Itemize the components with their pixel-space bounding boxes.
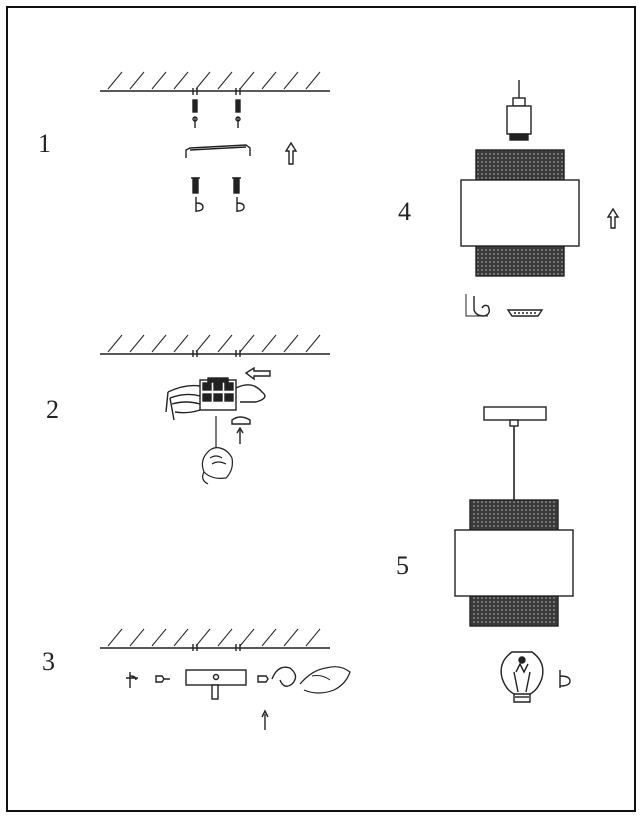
hook-icon bbox=[195, 197, 245, 212]
step-1-illustration bbox=[100, 71, 330, 212]
step-3-number: 3 bbox=[42, 647, 55, 676]
ceiling-hatch-icon bbox=[100, 71, 330, 92]
step-1-number: 1 bbox=[38, 129, 51, 158]
step-2-illustration bbox=[100, 334, 330, 485]
canopy-plate-icon bbox=[185, 669, 247, 700]
terminal-block-icon bbox=[199, 377, 237, 411]
step-5-illustration bbox=[454, 406, 574, 703]
left-arrow-icon bbox=[244, 366, 271, 381]
up-arrow-icon bbox=[284, 141, 298, 165]
mounting-bracket-icon bbox=[185, 144, 251, 158]
step-4-illustration bbox=[460, 80, 620, 317]
step-2-number: 2 bbox=[46, 395, 59, 424]
step-4-number: 4 bbox=[398, 197, 411, 226]
light-bulb-icon bbox=[500, 651, 544, 703]
step-3-illustration bbox=[100, 628, 351, 730]
step-5-number: 5 bbox=[396, 551, 409, 580]
wall-anchor-icon bbox=[192, 99, 241, 128]
mesh-lampshade-icon bbox=[460, 149, 580, 277]
diagram-frame bbox=[6, 6, 636, 812]
hand-screwdriver-icon bbox=[201, 416, 233, 485]
screw-icon bbox=[191, 177, 241, 194]
lamp-socket-icon bbox=[506, 80, 532, 141]
